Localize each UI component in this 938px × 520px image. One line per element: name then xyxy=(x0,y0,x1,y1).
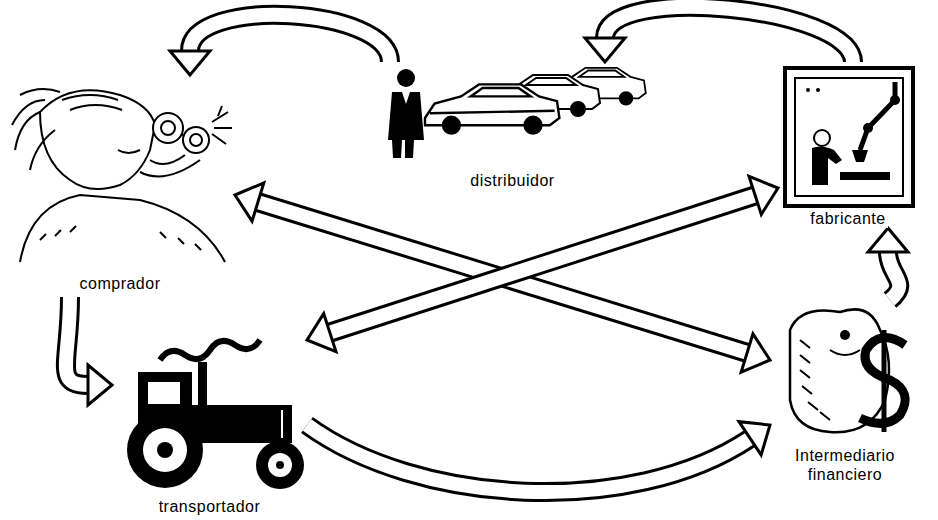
salesman-figure-part xyxy=(397,69,415,87)
arrow-outline xyxy=(307,425,750,492)
flow-arrow xyxy=(307,176,778,351)
arrow-head xyxy=(749,176,778,214)
car-row-part-part xyxy=(571,102,585,116)
factory-frame-part xyxy=(863,123,873,133)
salesman-figure-part xyxy=(388,92,424,158)
actor-node: fabricante xyxy=(778,62,918,228)
buyer-figure-part xyxy=(161,121,175,135)
arrow-head xyxy=(170,51,210,75)
salesman-figure xyxy=(388,69,424,158)
factory-frame-part xyxy=(890,95,900,105)
factory-frame xyxy=(785,68,913,206)
buyer-figure-part xyxy=(62,95,122,110)
tractor-figure xyxy=(127,340,304,489)
financier-figure-part xyxy=(840,330,850,340)
tractor-figure-part xyxy=(256,441,304,489)
car-row-part-part xyxy=(526,78,576,85)
buyer-figure-part xyxy=(118,150,140,153)
arrow-head xyxy=(585,38,625,62)
actor-label: fabricante xyxy=(808,210,887,228)
factory-frame-part xyxy=(795,78,903,196)
actor-node: Intermediario financiero xyxy=(770,300,920,484)
flow-arrow xyxy=(585,7,853,62)
tractor-figure-part xyxy=(148,382,180,404)
car-row-part-part xyxy=(579,71,624,77)
car-row-part-part xyxy=(430,111,555,113)
arrow-body xyxy=(66,297,88,385)
actor-label: comprador xyxy=(78,275,163,293)
car-row-part-part xyxy=(471,88,531,96)
arrow-body xyxy=(605,7,853,62)
flow-arrow xyxy=(66,297,112,405)
flow-arrow xyxy=(170,15,390,75)
arrow-body xyxy=(190,15,390,62)
arrow-head xyxy=(88,365,112,405)
factory-frame-part xyxy=(812,146,842,185)
salesman-figure-part xyxy=(402,92,410,104)
tractor-figure-part xyxy=(268,453,292,477)
tractor-figure-part xyxy=(198,362,207,407)
factory-frame-part xyxy=(814,130,830,146)
arrow-outline xyxy=(888,252,899,300)
arrow-body xyxy=(307,425,750,492)
actor-label: distribuidor xyxy=(468,172,556,190)
factory-frame-part xyxy=(785,68,913,206)
tractor-figure-part xyxy=(160,340,260,360)
factory-frame-part xyxy=(852,150,868,162)
arrow-outline xyxy=(330,195,755,332)
arrow-head xyxy=(868,228,908,252)
arrow-head xyxy=(235,183,264,221)
flow-arrow xyxy=(868,228,908,300)
buyer-figure-part xyxy=(153,113,183,143)
factory-frame-part xyxy=(860,82,895,150)
flow-arrow xyxy=(307,422,770,492)
car-row-part xyxy=(425,84,559,133)
car-row xyxy=(425,68,646,134)
buyer-figure-part xyxy=(212,106,232,144)
buyer-figure-part xyxy=(183,127,209,153)
buyer-figure-part xyxy=(181,134,184,136)
factory-frame-part xyxy=(840,172,890,180)
arrow-outline xyxy=(66,297,88,385)
arrow-body xyxy=(330,195,755,332)
arrow-outline xyxy=(190,15,390,62)
buyer-figure-part xyxy=(20,195,225,262)
arrow-head xyxy=(741,334,770,372)
tractor-figure-part xyxy=(127,412,203,488)
financier-figure-part xyxy=(830,350,860,355)
buyer-figure-part xyxy=(12,89,60,170)
arrow-body xyxy=(888,252,899,300)
buyer-figure-part xyxy=(140,155,200,176)
tractor-figure-part xyxy=(276,461,284,469)
car-row-part-part xyxy=(525,117,542,134)
actor-label: Intermediario financiero xyxy=(773,447,917,484)
actor-node: transportador xyxy=(112,330,307,516)
actor-label: transportador xyxy=(157,498,263,516)
tractor-figure-part xyxy=(281,410,283,438)
financier-figure-part xyxy=(882,330,887,432)
actor-node: comprador xyxy=(5,75,235,293)
tractor-figure-part xyxy=(157,442,173,458)
tractor-figure-part xyxy=(190,405,292,443)
financier-figure-part xyxy=(800,340,830,420)
arrow-outline xyxy=(605,7,853,62)
buyer-figure-part xyxy=(190,134,202,146)
arrow-head xyxy=(739,422,770,455)
actor-node: distribuidor xyxy=(380,62,645,190)
arrow-head xyxy=(307,314,336,352)
buyer-figure xyxy=(12,89,232,262)
factory-frame-part xyxy=(806,88,810,92)
flow-arrow xyxy=(235,183,770,372)
car-row-part-part xyxy=(443,117,460,134)
financier-figure xyxy=(790,309,905,432)
tractor-figure-part xyxy=(143,428,187,472)
car-row-part-part xyxy=(620,92,633,105)
buyer-figure-part xyxy=(40,226,201,250)
factory-frame-part xyxy=(816,88,820,92)
buyer-figure-part xyxy=(40,90,155,189)
